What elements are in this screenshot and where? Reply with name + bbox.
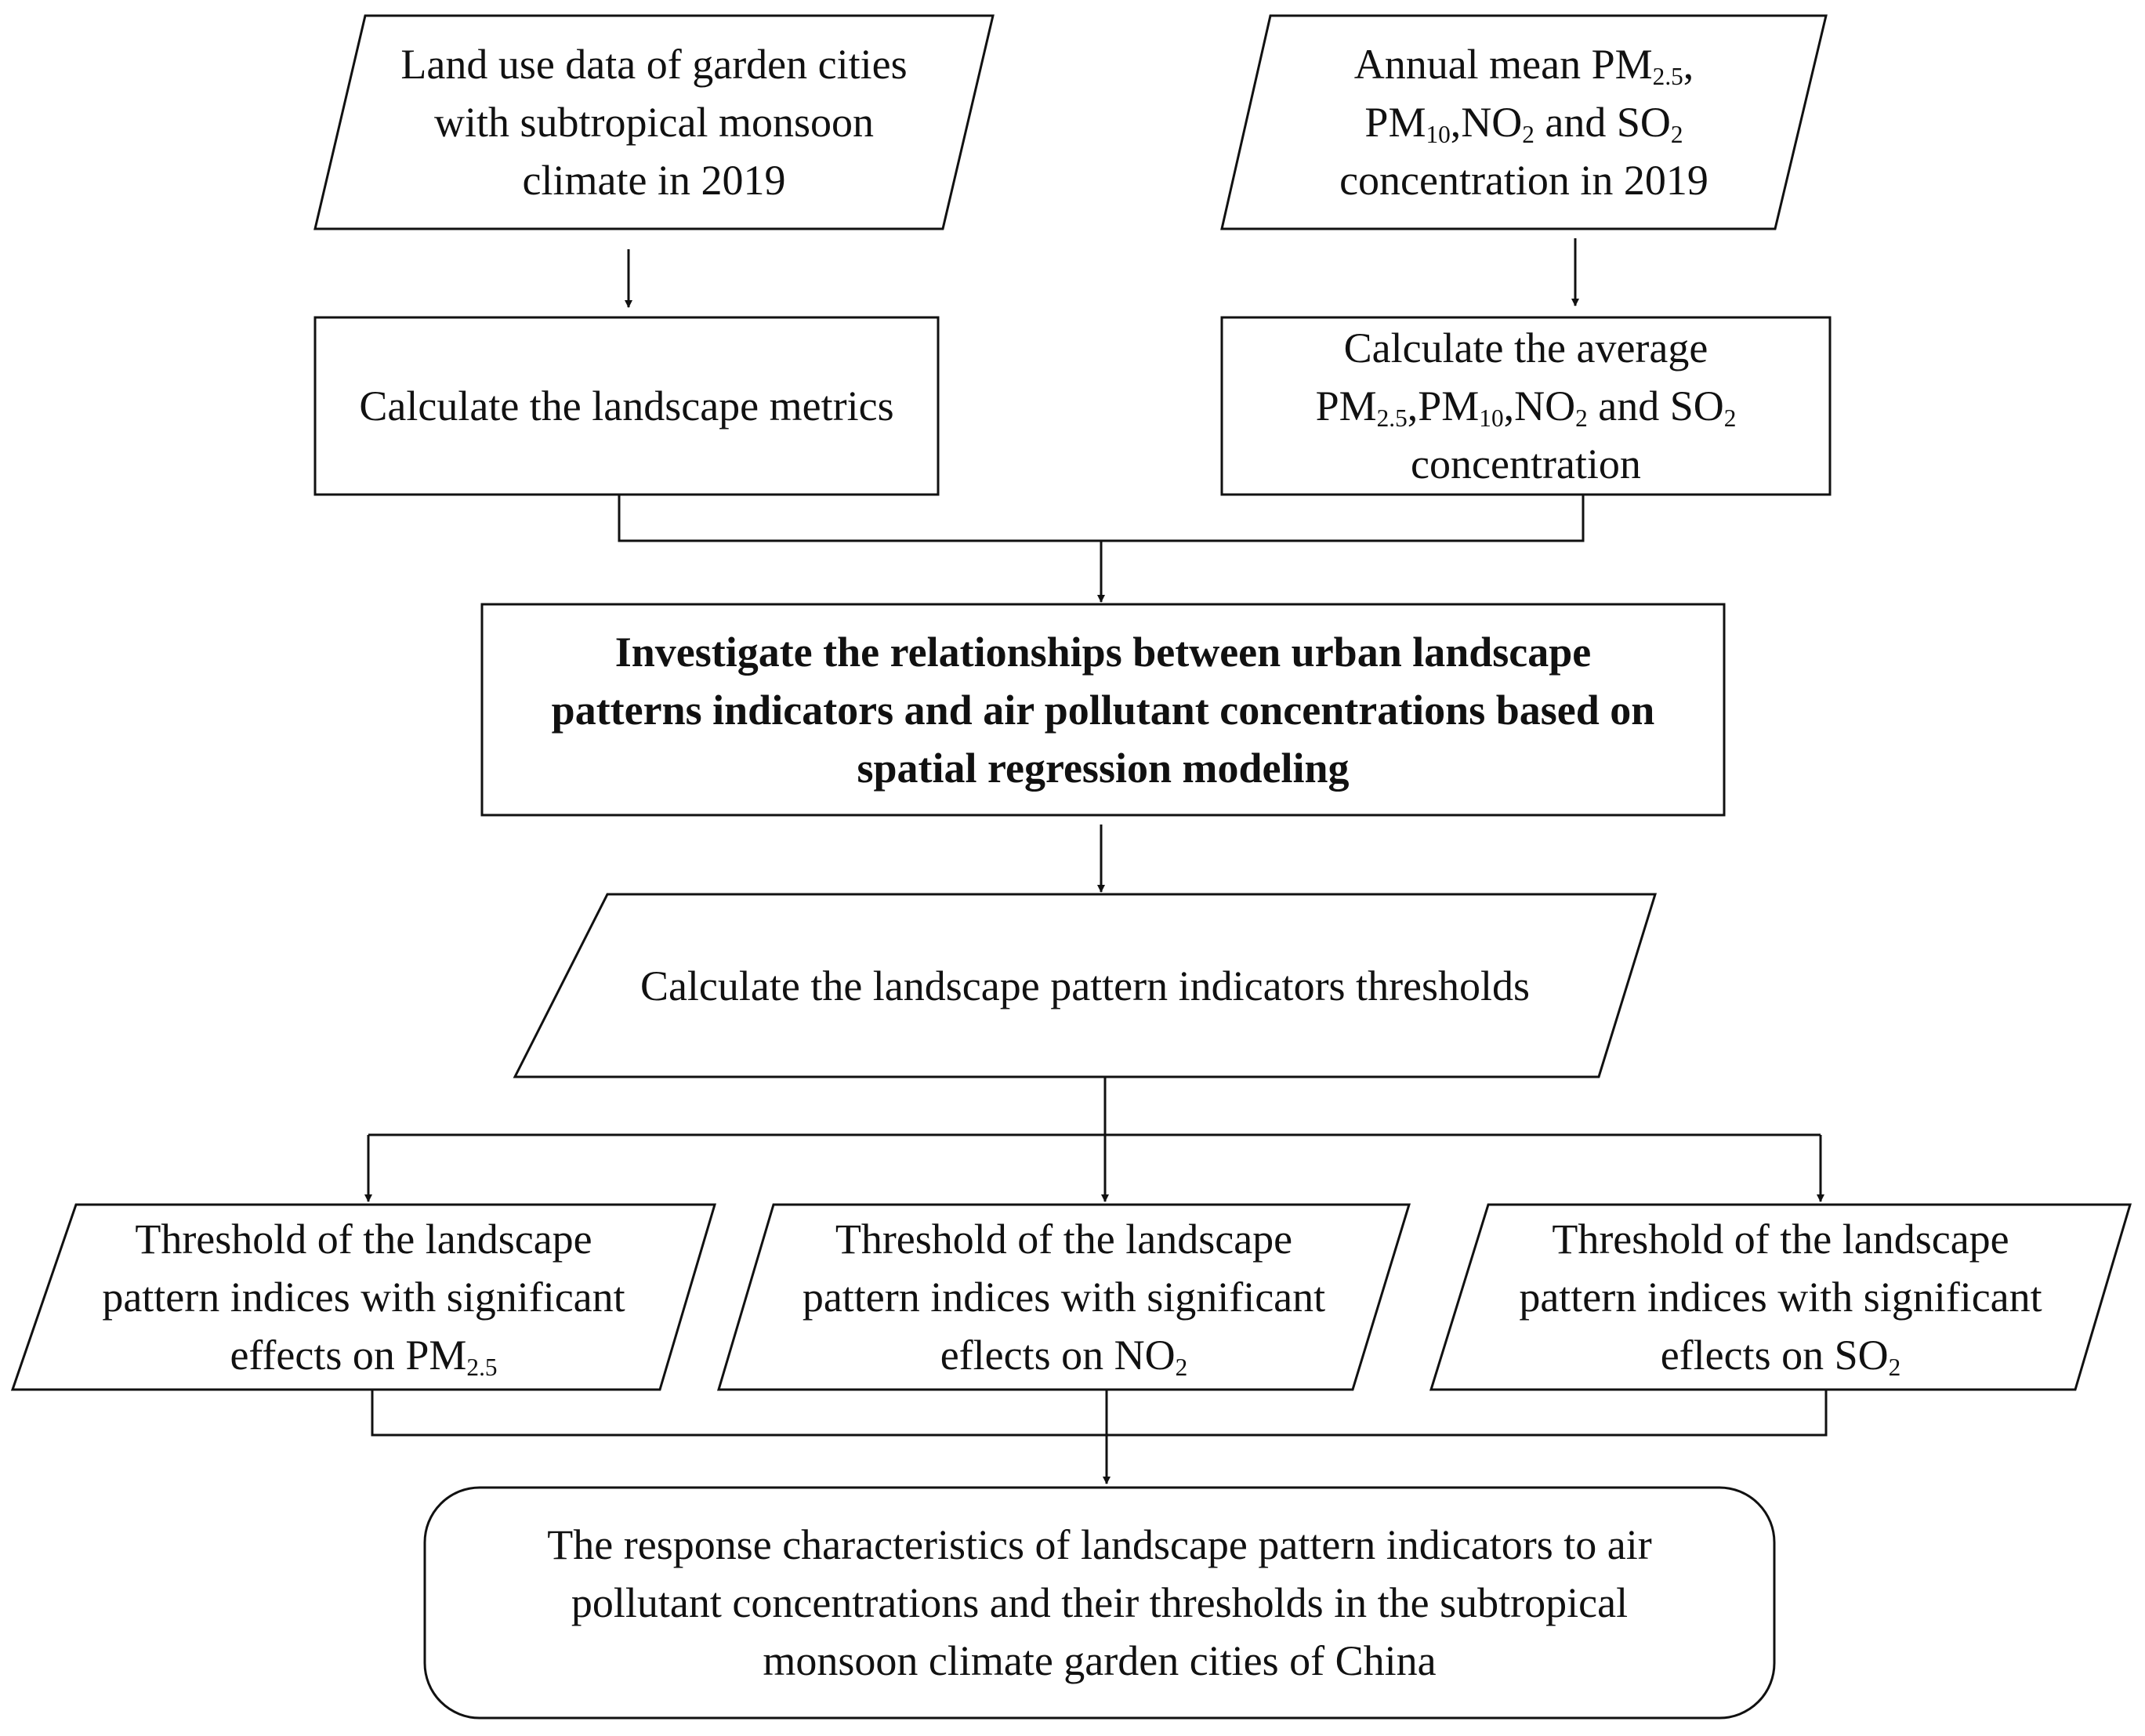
text-segment: concentration in 2019 bbox=[1339, 157, 1708, 204]
text-segment: The response characteristics of landscap… bbox=[547, 1521, 1652, 1568]
response-shape bbox=[423, 1486, 1776, 1720]
text-segment: Calculate the average bbox=[1343, 324, 1708, 371]
text-segment: eflects on NO bbox=[940, 1332, 1176, 1379]
text-segment: with subtropical monsoon bbox=[434, 99, 874, 146]
subscript: 10 bbox=[1426, 120, 1451, 148]
text-segment: pattern indices with significant bbox=[802, 1274, 1326, 1321]
node-text-line: Calculate the landscape pattern indicato… bbox=[640, 957, 1530, 1015]
subscript: 10 bbox=[1479, 404, 1504, 432]
text-segment: Investigate the relationships between ur… bbox=[614, 628, 1592, 676]
text-segment: patterns indicators and air pollutant co… bbox=[551, 686, 1655, 734]
text-segment: spatial regression modeling bbox=[857, 744, 1350, 792]
text-segment: effects on PM bbox=[230, 1332, 467, 1379]
node-text-line: Threshold of the landscape bbox=[803, 1210, 1325, 1268]
annual-mean-shape bbox=[1220, 14, 1828, 230]
node-text-line: PM2.5,PM10,NO2 and SO2 bbox=[1316, 377, 1737, 435]
text-segment: pattern indices with significant bbox=[102, 1274, 625, 1321]
node-text-line: Calculate the landscape metrics bbox=[359, 377, 893, 435]
text-segment: Land use data of garden cities bbox=[400, 41, 908, 88]
node-text-line: The response characteristics of landscap… bbox=[547, 1516, 1651, 1574]
text-segment: eflects on SO bbox=[1660, 1332, 1889, 1379]
node-text-line: Threshold of the landscape bbox=[102, 1210, 625, 1268]
subscript: 2 bbox=[1522, 120, 1534, 148]
text-segment: pollutant concentrations and their thres… bbox=[571, 1579, 1629, 1626]
text-segment: PM bbox=[1315, 382, 1377, 429]
pm25-threshold-shape bbox=[10, 1203, 717, 1391]
calc-average-shape bbox=[1220, 316, 1832, 496]
text-segment: pattern indices with significant bbox=[1519, 1274, 2042, 1321]
node-text-line: pattern indices with significant bbox=[102, 1268, 625, 1326]
node-text-line: with subtropical monsoon bbox=[400, 93, 907, 151]
text-segment: Calculate the landscape metrics bbox=[359, 382, 894, 429]
node-text-line: eflects on NO2 bbox=[803, 1326, 1325, 1384]
no2-threshold-node: Threshold of the landscape pattern indice… bbox=[719, 1205, 1409, 1390]
node-text-line: concentration bbox=[1316, 435, 1737, 493]
node-text-line: Investigate the relationships between ur… bbox=[552, 623, 1655, 681]
pm25-threshold-node: Threshold of the landscape pattern indice… bbox=[13, 1205, 715, 1390]
node-text-line: monsoon climate garden cities of China bbox=[547, 1632, 1651, 1690]
node-text-line: pollutant concentrations and their thres… bbox=[547, 1574, 1651, 1632]
text-segment: and SO bbox=[1534, 99, 1671, 146]
node-text-line: spatial regression modeling bbox=[552, 739, 1655, 797]
subscript: 2 bbox=[1723, 404, 1737, 432]
subscript: 2.5 bbox=[1652, 62, 1683, 90]
node-text-line: eflects on SO2 bbox=[1519, 1326, 2042, 1384]
text-segment: ,NO bbox=[1450, 99, 1523, 146]
subscript: 2.5 bbox=[1376, 404, 1408, 432]
investigate-relationships-node: Investigate the relationships between ur… bbox=[482, 604, 1724, 815]
text-segment: , bbox=[1683, 41, 1694, 88]
text-segment: concentration bbox=[1411, 440, 1641, 487]
node-text-line: pattern indices with significant bbox=[1519, 1268, 2042, 1326]
text-segment: ,NO bbox=[1503, 382, 1576, 429]
text-segment: monsoon climate garden cities of China bbox=[763, 1637, 1437, 1684]
merge-connector-bottom bbox=[371, 1390, 1828, 1437]
node-text-line: PM10,NO2 and SO2 bbox=[1339, 93, 1708, 151]
text-segment: and SO bbox=[1587, 382, 1724, 429]
node-text-line: climate in 2019 bbox=[400, 151, 907, 209]
subscript: 2.5 bbox=[466, 1353, 498, 1381]
text-segment: PM bbox=[1364, 99, 1426, 146]
node-text-line: Annual mean PM2.5, bbox=[1339, 35, 1708, 93]
text-segment: ,PM bbox=[1407, 382, 1480, 429]
text-segment: climate in 2019 bbox=[522, 157, 786, 204]
node-text-line: concentration in 2019 bbox=[1339, 151, 1708, 209]
thresholds-shape bbox=[513, 893, 1658, 1078]
response-characteristics-node: The response characteristics of landscap… bbox=[425, 1488, 1774, 1718]
so2-threshold-node: Threshold of the landscape pattern indice… bbox=[1431, 1205, 2130, 1390]
calculate-landscape-metrics-node: Calculate the landscape metrics bbox=[315, 317, 938, 495]
no2-threshold-shape bbox=[716, 1203, 1411, 1391]
node-text-line: pattern indices with significant bbox=[803, 1268, 1325, 1326]
subscript: 2 bbox=[1670, 120, 1683, 148]
calculate-thresholds-node: Calculate the landscape pattern indicato… bbox=[515, 894, 1655, 1077]
so2-threshold-shape bbox=[1429, 1203, 2132, 1391]
text-segment: Threshold of the landscape bbox=[835, 1216, 1293, 1263]
text-segment: Calculate the landscape pattern indicato… bbox=[640, 962, 1531, 1009]
subscript: 2 bbox=[1175, 1353, 1188, 1381]
subscript: 2 bbox=[1888, 1353, 1901, 1381]
node-text-line: Land use data of garden cities bbox=[400, 35, 907, 93]
node-text-line: Calculate the average bbox=[1316, 319, 1737, 377]
node-text-line: Threshold of the landscape bbox=[1519, 1210, 2042, 1268]
subscript: 2 bbox=[1575, 404, 1588, 432]
calc-metrics-shape bbox=[313, 316, 940, 496]
text-segment: Annual mean PM bbox=[1353, 41, 1653, 88]
text-segment: Threshold of the landscape bbox=[1552, 1216, 2009, 1263]
land-use-data-shape bbox=[313, 14, 995, 230]
investigate-shape bbox=[480, 603, 1726, 817]
text-segment: Threshold of the landscape bbox=[135, 1216, 592, 1263]
land-use-data-node: Land use data of garden cities with subtr… bbox=[315, 16, 993, 229]
node-text-line: patterns indicators and air pollutant co… bbox=[552, 681, 1655, 739]
node-text-line: effects on PM2.5 bbox=[102, 1326, 625, 1384]
